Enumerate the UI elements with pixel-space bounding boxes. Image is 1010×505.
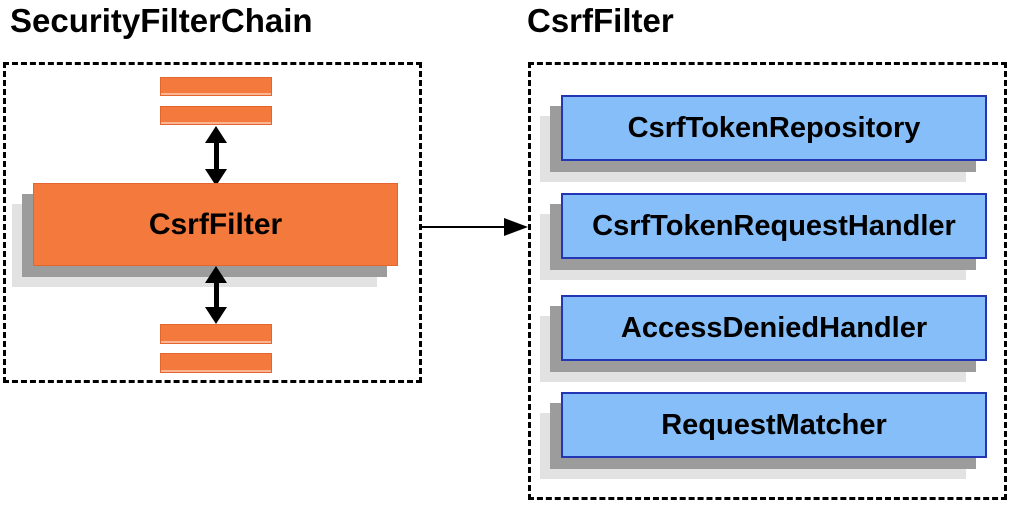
arrowhead-up: [205, 266, 227, 283]
security-filter-chain-title: SecurityFilterChain: [10, 2, 313, 39]
arrowhead-up: [205, 126, 227, 143]
component-box-access-denied-handler: AccessDeniedHandler: [561, 295, 987, 361]
csrf-filter-title: CsrfFilter: [527, 2, 674, 39]
security-filter-chain-container: CsrfFilter: [3, 62, 422, 383]
arrow-shaft: [213, 283, 219, 307]
up-down-arrow-icon: [203, 126, 229, 186]
component-box-csrf-token-request-handler: CsrfTokenRequestHandler: [561, 193, 987, 259]
csrf-filter-components-container: CsrfTokenRepository CsrfTokenRequestHand…: [528, 62, 1007, 500]
right-arrow-icon: [421, 217, 528, 237]
csrf-filter-box: CsrfFilter: [33, 183, 398, 266]
component-box-csrf-token-repository: CsrfTokenRepository: [561, 95, 987, 161]
arrowhead-down: [205, 307, 227, 324]
arrowhead-right: [504, 218, 528, 236]
arrow-shaft: [213, 143, 219, 169]
filter-chain-bar: [160, 353, 272, 373]
filter-chain-bar: [160, 77, 272, 96]
component-box-request-matcher: RequestMatcher: [561, 392, 987, 458]
arrowhead-down: [205, 169, 227, 186]
up-down-arrow-icon: [203, 266, 229, 324]
arrow-shaft: [421, 226, 504, 228]
filter-chain-bar: [160, 324, 272, 344]
filter-chain-bar: [160, 106, 272, 125]
